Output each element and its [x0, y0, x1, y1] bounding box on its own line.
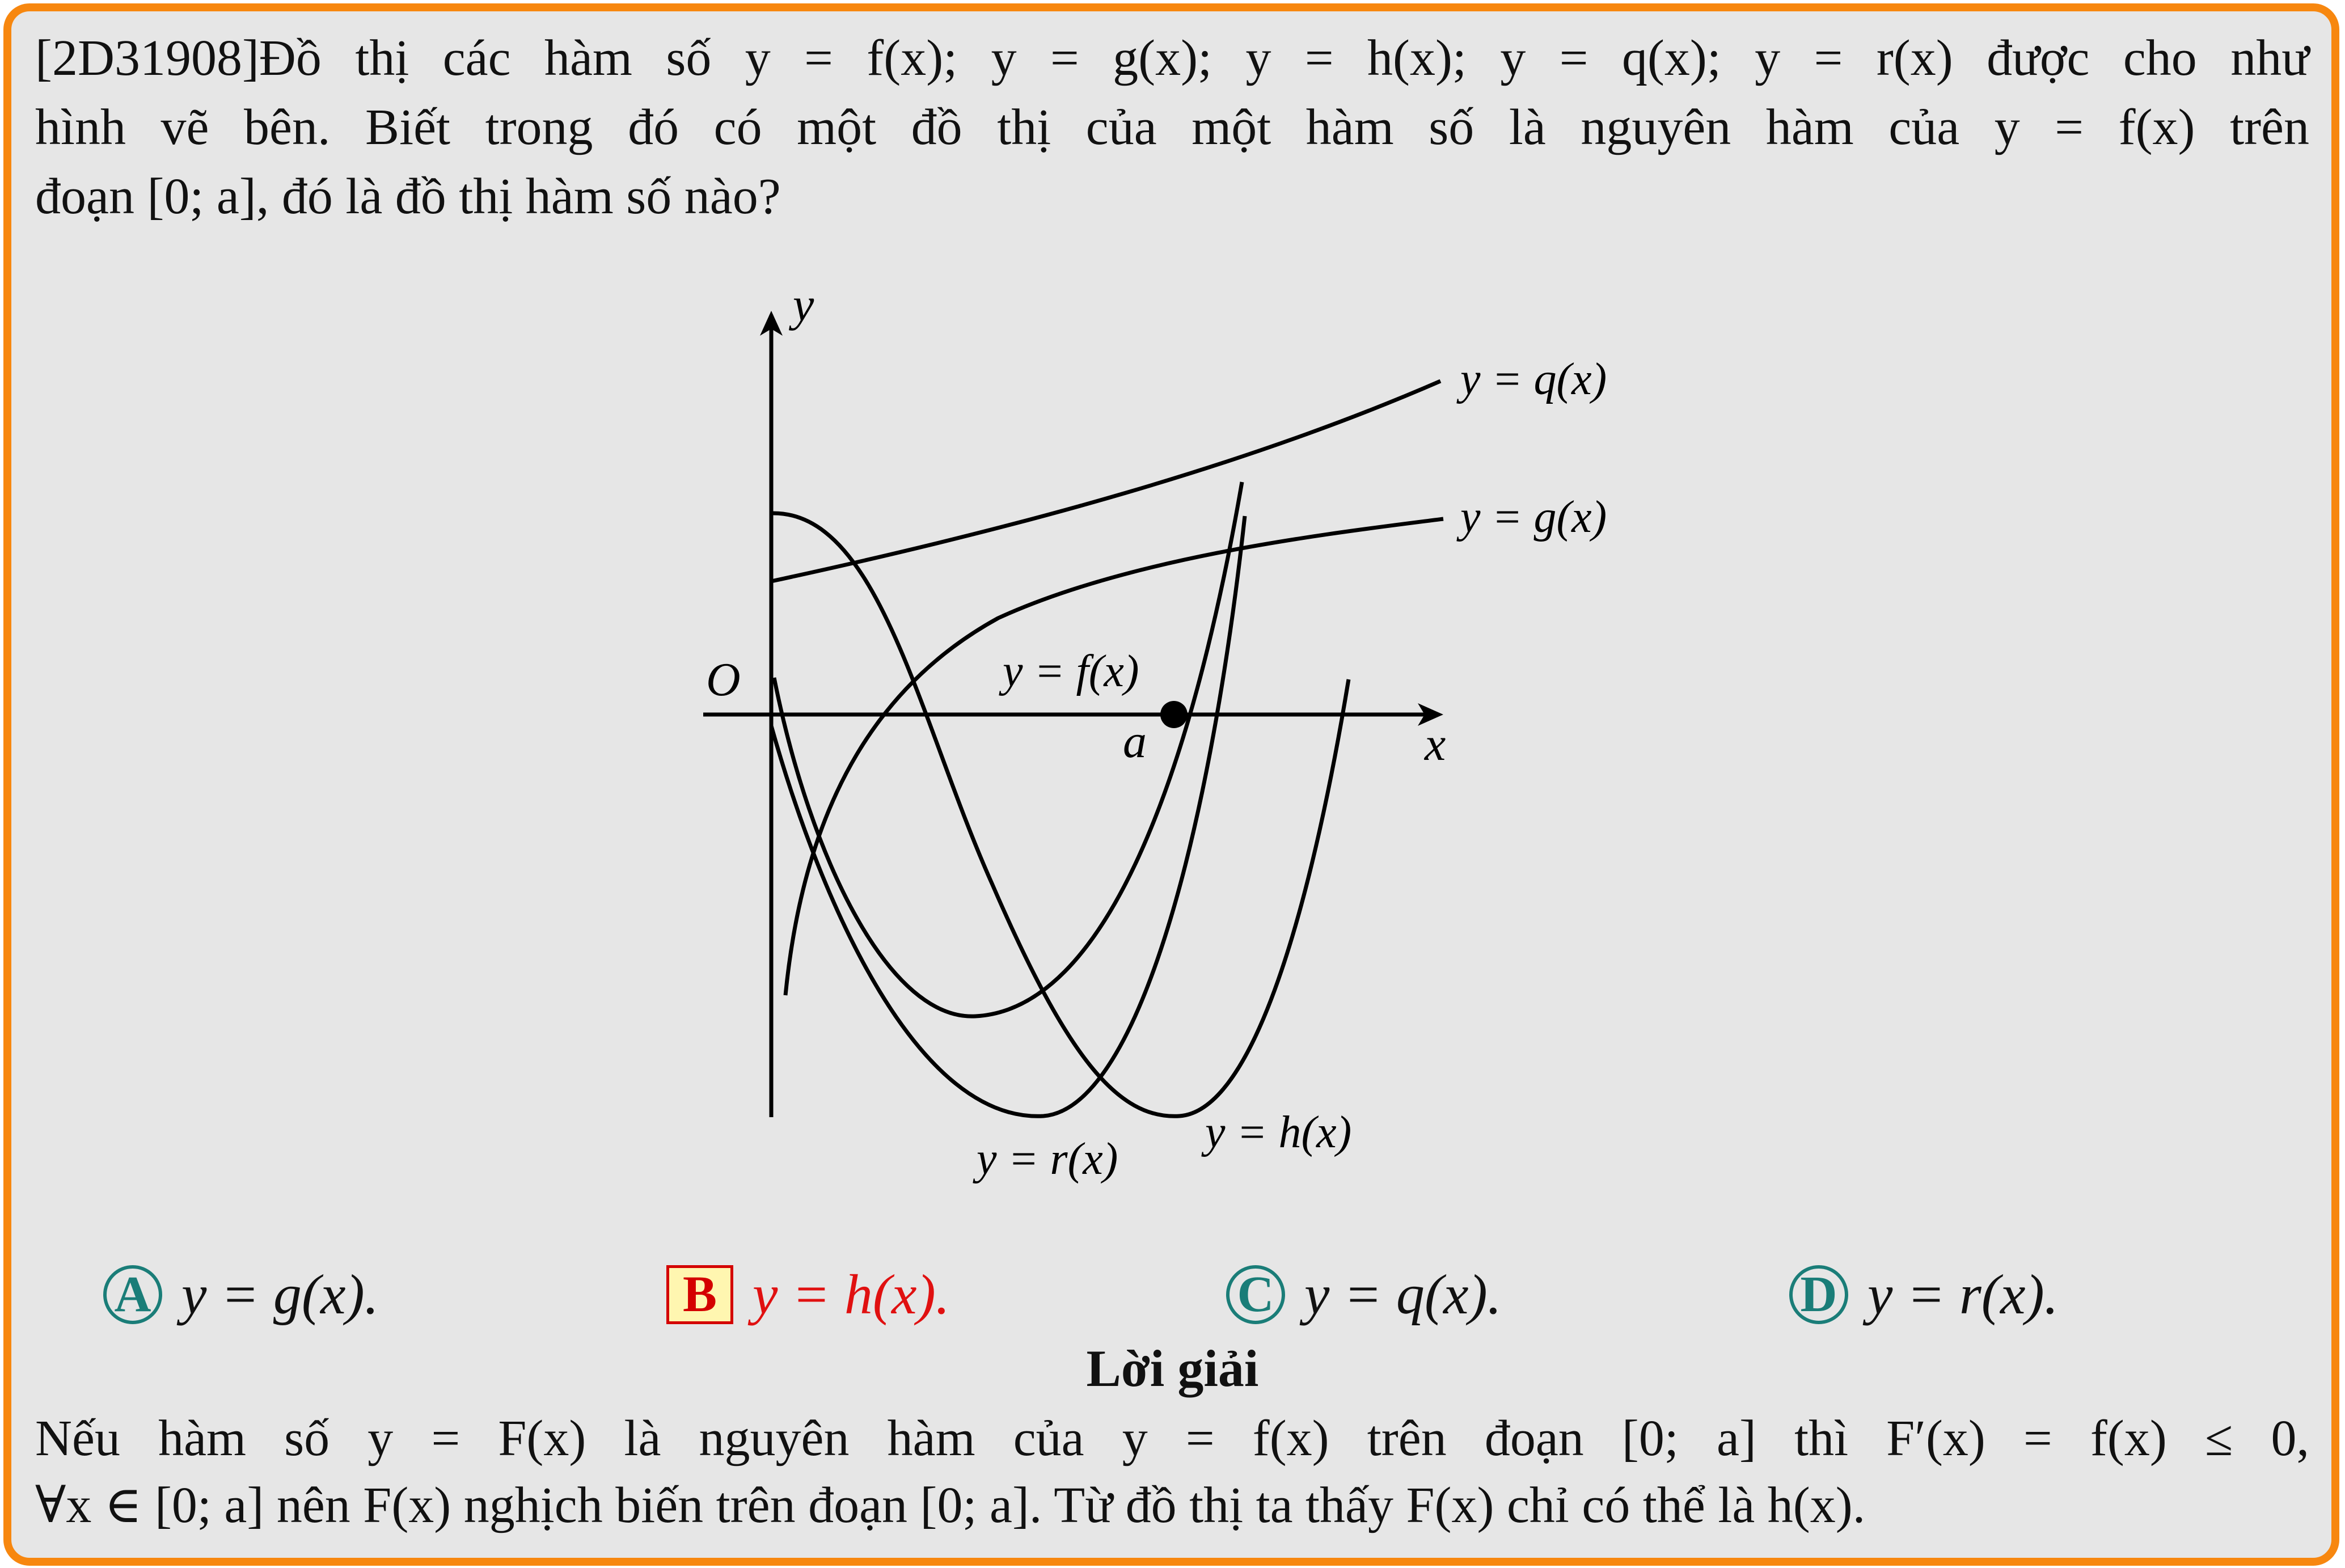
- x-axis-arrowhead: [1418, 703, 1443, 726]
- curve-q-label: y = q(x): [1456, 354, 1607, 404]
- answer-options: A y = g(x). B y = h(x). C y = q(x). D y …: [0, 1262, 2345, 1335]
- question-line-3: đoạn [0; a], đó là đồ thị hàm số nào?: [35, 168, 781, 225]
- curve-r-label: y = r(x): [973, 1134, 1118, 1184]
- y-axis-arrowhead: [760, 311, 783, 336]
- solution-line-2: ∀x ∈ [0; a] nên F(x) nghịch biến trên đo…: [35, 1477, 1866, 1533]
- x-axis-label: x: [1423, 718, 1446, 771]
- problem-card: [3, 3, 2339, 1566]
- option-b-letter: B: [666, 1265, 733, 1324]
- option-d-text: y = r(x).: [1867, 1263, 2059, 1326]
- y-axis-label: y: [788, 278, 814, 331]
- option-b-text: y = h(x).: [753, 1263, 950, 1326]
- curve-g-label: y = g(x): [1456, 492, 1607, 542]
- option-a[interactable]: A y = g(x).: [103, 1262, 379, 1327]
- curve-h: [771, 511, 1351, 1118]
- curve-g: [783, 517, 1444, 996]
- option-c-text: y = q(x).: [1304, 1263, 1502, 1326]
- question-line-2: hình vẽ bên. Biết trong đó có một đồ thị…: [35, 99, 2309, 155]
- option-d[interactable]: D y = r(x).: [1789, 1262, 2059, 1327]
- option-a-text: y = g(x).: [181, 1263, 379, 1326]
- curve-r: [769, 515, 1247, 1118]
- curve-f: [772, 481, 1244, 1018]
- origin-label: O: [706, 653, 741, 706]
- function-graph-figure: y x O a y = q(x) y = g(x) y = f(x) y = r…: [703, 278, 1607, 1184]
- option-a-letter: A: [103, 1265, 162, 1324]
- solution-text: Nếu hàm số y = F(x) là nguyên hàm của y …: [35, 1405, 2309, 1539]
- point-a-label: a: [1123, 715, 1147, 768]
- solution-line-1: Nếu hàm số y = F(x) là nguyên hàm của y …: [35, 1410, 2309, 1466]
- option-c-letter: C: [1226, 1265, 1285, 1324]
- solution-title: Lời giải: [1086, 1339, 1259, 1397]
- question-text: [2D31908]Đồ thị các hàm số y = f(x); y =…: [35, 24, 2309, 231]
- question-line-1: [2D31908]Đồ thị các hàm số y = f(x); y =…: [35, 30, 2309, 86]
- option-c[interactable]: C y = q(x).: [1226, 1262, 1502, 1327]
- curve-f-label: y = f(x): [999, 646, 1139, 696]
- point-a: [1160, 701, 1188, 728]
- option-b[interactable]: B y = h(x).: [666, 1262, 950, 1327]
- option-d-letter: D: [1789, 1265, 1848, 1324]
- curve-q: [771, 379, 1442, 584]
- curve-h-label: y = h(x): [1201, 1108, 1351, 1157]
